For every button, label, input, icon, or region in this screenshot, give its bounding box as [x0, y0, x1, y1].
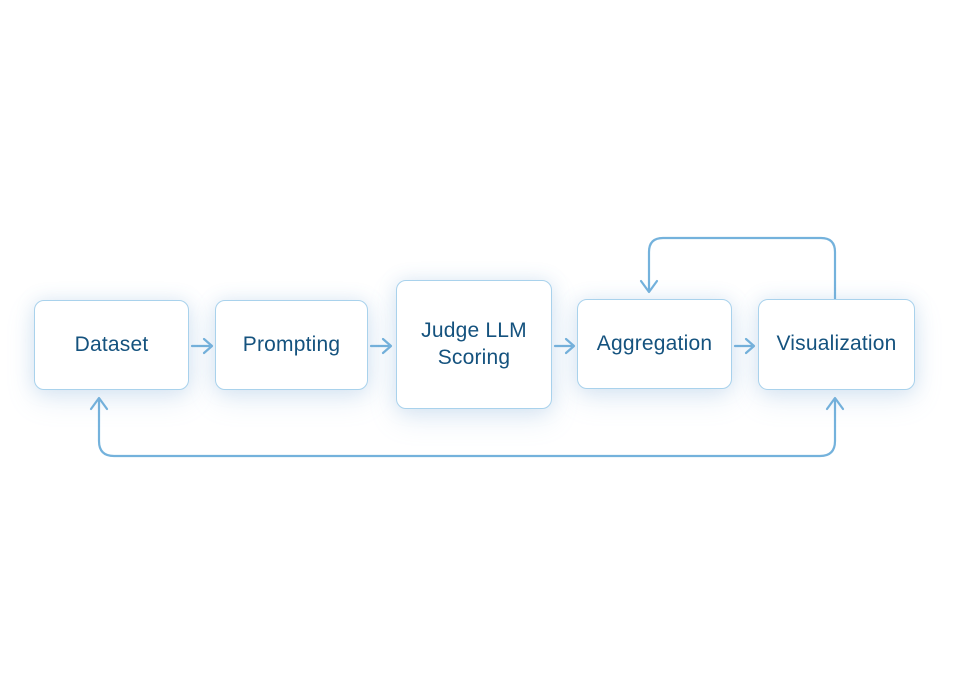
- arrow-aggregation-to-visualization: [733, 337, 756, 355]
- arrow-judge-to-aggregation: [553, 337, 576, 355]
- node-prompting-label: Prompting: [242, 332, 341, 356]
- arrow-prompting-to-judge: [369, 337, 393, 355]
- node-judge-llm-scoring: Judge LLM Scoring: [396, 280, 552, 409]
- node-aggregation-label: Aggregation: [596, 331, 713, 355]
- node-judge-llm-scoring-label: Judge LLM Scoring: [421, 319, 527, 369]
- node-aggregation: Aggregation: [577, 299, 732, 389]
- node-visualization-label: Visualization: [776, 332, 897, 356]
- arrow-visualization-to-aggregation-loop: [639, 236, 837, 302]
- node-prompting: Prompting: [215, 300, 368, 390]
- node-dataset: Dataset: [34, 300, 189, 390]
- node-visualization: Visualization: [758, 299, 915, 390]
- arrow-dataset-to-prompting: [190, 337, 214, 355]
- node-dataset-label: Dataset: [74, 332, 149, 356]
